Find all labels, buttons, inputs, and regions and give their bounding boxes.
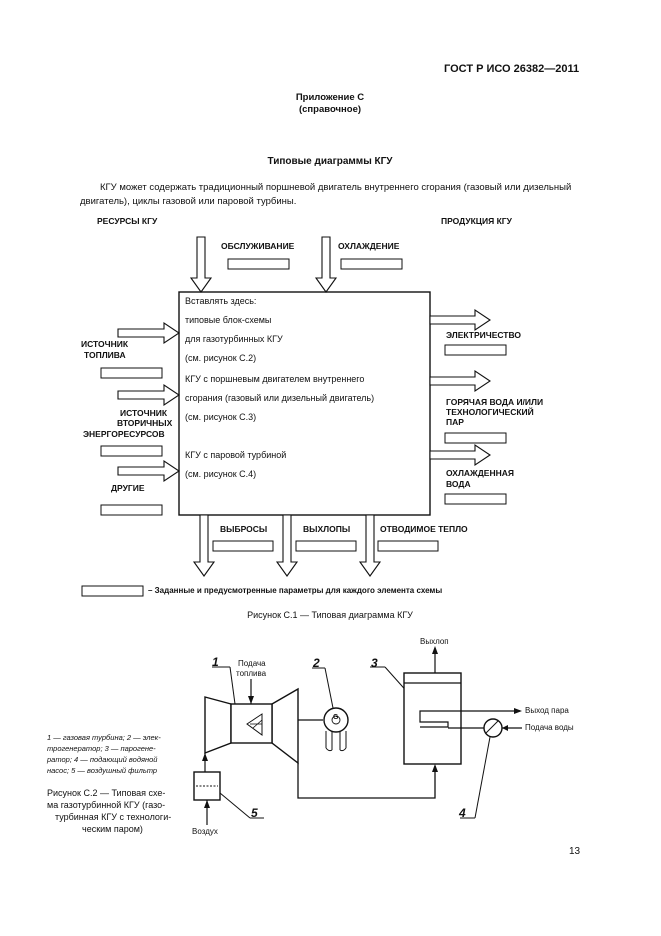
param-box-heat	[377, 540, 439, 552]
resources-label: РЕСУРСЫ КГУ	[97, 216, 158, 226]
water-in-label: Подача воды	[525, 723, 574, 732]
steam-out-label: Выход пара	[525, 706, 569, 715]
fuel-supply-label-1: Подача	[238, 659, 266, 668]
legend-line-4: насос; 5 — воздушный фильтр	[47, 766, 158, 775]
heat-label: ОТВОДИМОЕ ТЕПЛО	[380, 524, 468, 534]
arrow-service	[189, 236, 213, 293]
num-3: 3	[371, 656, 378, 670]
arrow-electricity	[429, 308, 491, 332]
generator-symbol: G	[333, 714, 339, 721]
turbine-expander	[271, 687, 299, 765]
block-line-8: КГУ с паровой турбиной	[185, 450, 287, 460]
exhaust-out-label: Выхлоп	[420, 637, 449, 646]
appendix-title: Приложение С	[295, 92, 365, 103]
cooled-label-2: ВОДА	[446, 479, 471, 489]
param-box-hotwater	[444, 432, 507, 444]
block-line-4: (см. рисунок С.2)	[185, 353, 257, 363]
generator	[323, 707, 349, 733]
secondary-label-1: ИСТОЧНИК	[120, 408, 168, 418]
secondary-label-3: ЭНЕРГОРЕСУРСОВ	[83, 429, 165, 439]
param-box-service	[227, 258, 290, 270]
arrow-cooled	[429, 443, 491, 467]
block-line-7: (см. рисунок С.3)	[185, 412, 257, 422]
figure-c2-caption-4: ческим паром)	[82, 824, 143, 834]
cooled-label-1: ОХЛАЖДЕННАЯ	[446, 468, 514, 478]
central-block	[178, 291, 431, 516]
num-5: 5	[251, 806, 258, 820]
combustion-chamber	[230, 703, 273, 744]
arrow-emissions	[192, 514, 216, 577]
fuel-label-1: ИСТОЧНИК	[81, 339, 129, 349]
legend-line-2: трогенератор; 3 — парогене-	[47, 744, 156, 753]
hotwater-label-1: ГОРЯЧАЯ ВОДА И/ИЛИ	[446, 397, 544, 407]
legend-line-1: 1 — газовая турбина; 2 — элек-	[47, 733, 161, 742]
steam-generator	[403, 672, 462, 765]
products-label: ПРОДУКЦИЯ КГУ	[441, 216, 512, 226]
service-label: ОБСЛУЖИВАНИЕ	[221, 241, 295, 251]
air-label: Воздух	[192, 827, 218, 836]
paragraph-line-1: КГУ может содержать традиционный поршнев…	[100, 182, 572, 193]
paragraph-line-2: двигатель), циклы газовой или паровой ту…	[80, 196, 297, 207]
legend-line-3: ратор; 4 — подающий водяной	[47, 755, 158, 764]
legend-box	[81, 585, 144, 597]
arrow-hotwater	[429, 369, 491, 393]
figure-c2-caption-2: ма газотурбинной КГУ (газо-	[47, 800, 166, 810]
param-box-exhaust	[295, 540, 357, 552]
figure-c1-caption: Рисунок С.1 — Типовая диаграмма КГУ	[247, 610, 413, 620]
block-line-3: для газотурбинных КГУ	[185, 334, 283, 344]
electricity-label: ЭЛЕКТРИЧЕСТВО	[446, 330, 522, 340]
chamber-symbol	[246, 713, 263, 736]
hotwater-label-3: ПАР	[446, 417, 464, 427]
turbine-compressor	[204, 696, 232, 755]
page-number: 13	[569, 846, 581, 857]
param-box-secondary	[100, 445, 163, 457]
arrow-secondary	[117, 383, 180, 407]
section-title: Типовые диаграммы КГУ	[267, 156, 393, 167]
arrow-other	[117, 459, 180, 483]
cooling-label: ОХЛАЖДЕНИЕ	[338, 241, 400, 251]
figure-c2-caption-3: турбинная КГУ с технологи-	[55, 812, 172, 822]
block-line-2: типовые блок-схемы	[185, 315, 272, 325]
param-box-electricity	[444, 344, 507, 356]
param-box-emissions	[212, 540, 274, 552]
param-box-fuel	[100, 367, 163, 379]
param-box-other	[100, 504, 163, 516]
emissions-label: ВЫБРОСЫ	[220, 524, 268, 534]
hotwater-label-2: ТЕХНОЛОГИЧЕСКИЙ	[446, 407, 534, 417]
feed-pump	[483, 718, 503, 738]
arrow-cooling	[314, 236, 338, 293]
num-2: 2	[313, 656, 320, 670]
other-label: ДРУГИЕ	[111, 483, 145, 493]
fuel-label-2: ТОПЛИВА	[84, 350, 126, 360]
appendix-subtitle: (справочное)	[298, 104, 362, 115]
num-4: 4	[459, 806, 466, 820]
secondary-label-2: ВТОРИЧНЫХ	[117, 418, 173, 428]
block-line-5: КГУ с поршневым двигателем внутреннего	[185, 374, 365, 384]
num-1: 1	[212, 655, 219, 669]
block-line-1: Вставлять здесь:	[185, 296, 257, 306]
legend-text: – Заданные и предусмотренные параметры д…	[148, 586, 443, 595]
block-line-6: сгорания (газовый или дизельный двигател…	[185, 393, 375, 403]
fuel-supply-label-2: топлива	[236, 669, 267, 678]
arrow-heat	[358, 514, 382, 577]
arrow-fuel	[117, 321, 180, 345]
figure-c2-caption-1: Рисунок С.2 — Типовая схе-	[47, 788, 166, 798]
standard-number: ГОСТ Р ИСО 26382—2011	[444, 63, 580, 75]
block-line-9: (см. рисунок С.4)	[185, 469, 257, 479]
arrow-exhaust	[275, 514, 299, 577]
param-box-cooled	[444, 493, 507, 505]
exhaust-label: ВЫХЛОПЫ	[303, 524, 351, 534]
param-box-cooling	[340, 258, 403, 270]
